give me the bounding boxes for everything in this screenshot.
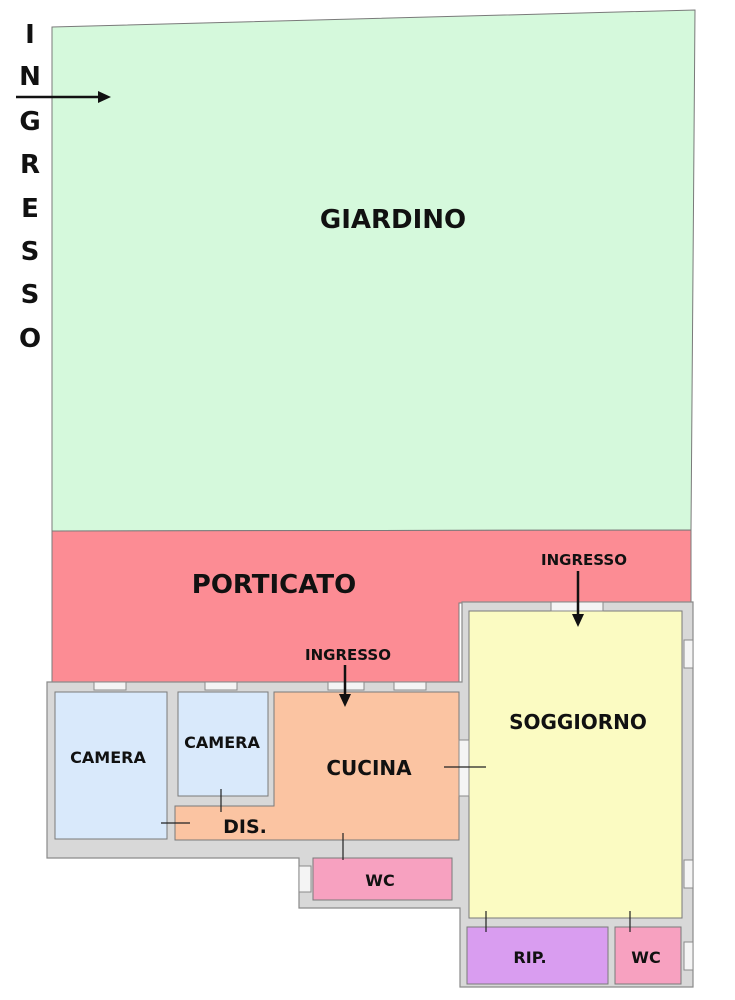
side-letter: S [21,280,40,310]
camera-right-label: CAMERA [184,733,260,752]
camera-right-room [177,691,269,797]
soggiorno-entrance-arrowhead [572,614,584,627]
window [458,739,470,797]
wc-center-label: WC [365,871,394,890]
camera-left-room [54,691,168,840]
rip-room [466,926,609,985]
rip-label: RIP. [513,948,546,967]
window [93,681,127,691]
window [204,681,238,691]
garden-area [51,9,696,532]
ingresso-cucina-label: INGRESSO [305,646,391,664]
side-letter: R [20,150,40,180]
camera-left-label: CAMERA [70,748,146,767]
porticato-label: PORTICATO [192,570,356,600]
cucina-room [174,691,460,841]
giardino-label: GIARDINO [320,205,466,235]
side-entrance-arrowhead [98,91,111,103]
side-letter: E [21,194,39,224]
side-letter: N [19,62,41,92]
side-letter: O [19,324,41,354]
window [683,941,694,971]
side-entrance-label: I N G R E S S O [19,20,41,354]
side-letter: I [25,20,35,50]
window [393,681,427,691]
wc-right-label: WC [631,948,660,967]
cucina-label: CUCINA [326,756,412,780]
wc-center-room [312,857,453,901]
soggiorno-label: SOGGIORNO [509,710,647,734]
dis-label: DIS. [223,816,267,838]
wc-right-room [614,926,682,985]
window [298,865,312,893]
cucina-entrance-arrowhead [339,694,351,707]
side-letter: G [19,107,40,137]
ingresso-soggiorno-label: INGRESSO [541,551,627,569]
window [683,639,694,669]
soggiorno-room [468,610,683,919]
side-letter: S [21,237,40,267]
window [683,859,694,889]
